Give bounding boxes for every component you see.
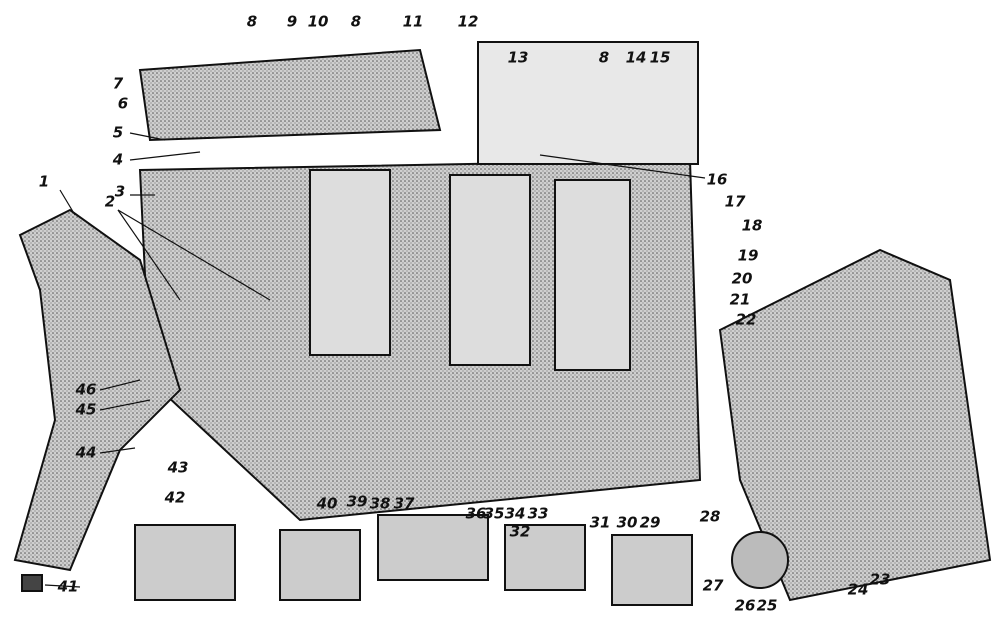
inset-detail [477,41,699,165]
callout-37: 37 [393,494,415,513]
callout-23: 23 [869,570,891,589]
callout-44: 44 [75,443,97,462]
leader-lines [44,132,706,588]
callout-39: 39 [346,492,368,511]
callout-10: 10 [307,12,329,31]
callout-46: 46 [75,380,97,399]
callout-7: 7 [112,74,124,93]
callout-8: 8 [598,48,610,67]
callout-20: 20 [731,269,753,288]
callout-15: 15 [649,48,671,67]
callout-5: 5 [112,123,124,142]
callout-31: 31 [589,513,611,532]
callout-21: 21 [729,290,751,309]
bearing-cap [504,524,586,591]
callout-18: 18 [741,216,763,235]
bearing-cap [134,524,236,601]
callout-28: 28 [699,507,721,526]
callout-1: 1 [38,172,50,191]
callout-40: 40 [316,494,338,513]
callout-36: 36 [465,504,487,523]
callout-16: 16 [706,170,728,189]
bearing-cap [377,514,489,581]
callout-38: 38 [369,494,391,513]
callout-30: 30 [616,513,638,532]
callout-35: 35 [483,504,505,523]
callout-19: 19 [737,246,759,265]
bearing-cap [611,534,693,606]
callout-42: 42 [164,488,186,507]
front-cover [13,208,182,572]
callout-6: 6 [117,94,129,113]
cylinder-head [138,48,442,142]
callout-33: 33 [527,504,549,523]
callout-25: 25 [756,596,778,615]
callout-9: 9 [286,12,298,31]
callout-27: 27 [702,576,724,595]
callout-24: 24 [847,580,869,599]
callout-41: 41 [57,577,79,596]
callout-8: 8 [350,12,362,31]
callout-13: 13 [507,48,529,67]
callout-2: 2 [104,192,116,211]
callout-26: 26 [734,596,756,615]
callout-32: 32 [509,522,531,541]
callout-43: 43 [167,458,189,477]
cylinder-liner [309,169,391,356]
callout-3: 3 [114,182,126,201]
nut [21,574,43,592]
gear [731,531,789,589]
callout-8: 8 [246,12,258,31]
cylinder-liner [449,174,531,366]
callout-14: 14 [625,48,647,67]
callout-4: 4 [112,150,124,169]
callout-22: 22 [735,310,757,329]
callout-29: 29 [639,513,661,532]
callout-45: 45 [75,400,97,419]
flywheel-housing [718,248,992,602]
callout-34: 34 [504,504,526,523]
bearing-cap [279,529,361,601]
callout-12: 12 [457,12,479,31]
callout-11: 11 [402,12,424,31]
callout-17: 17 [724,192,746,211]
cylinder-liner [554,179,631,371]
